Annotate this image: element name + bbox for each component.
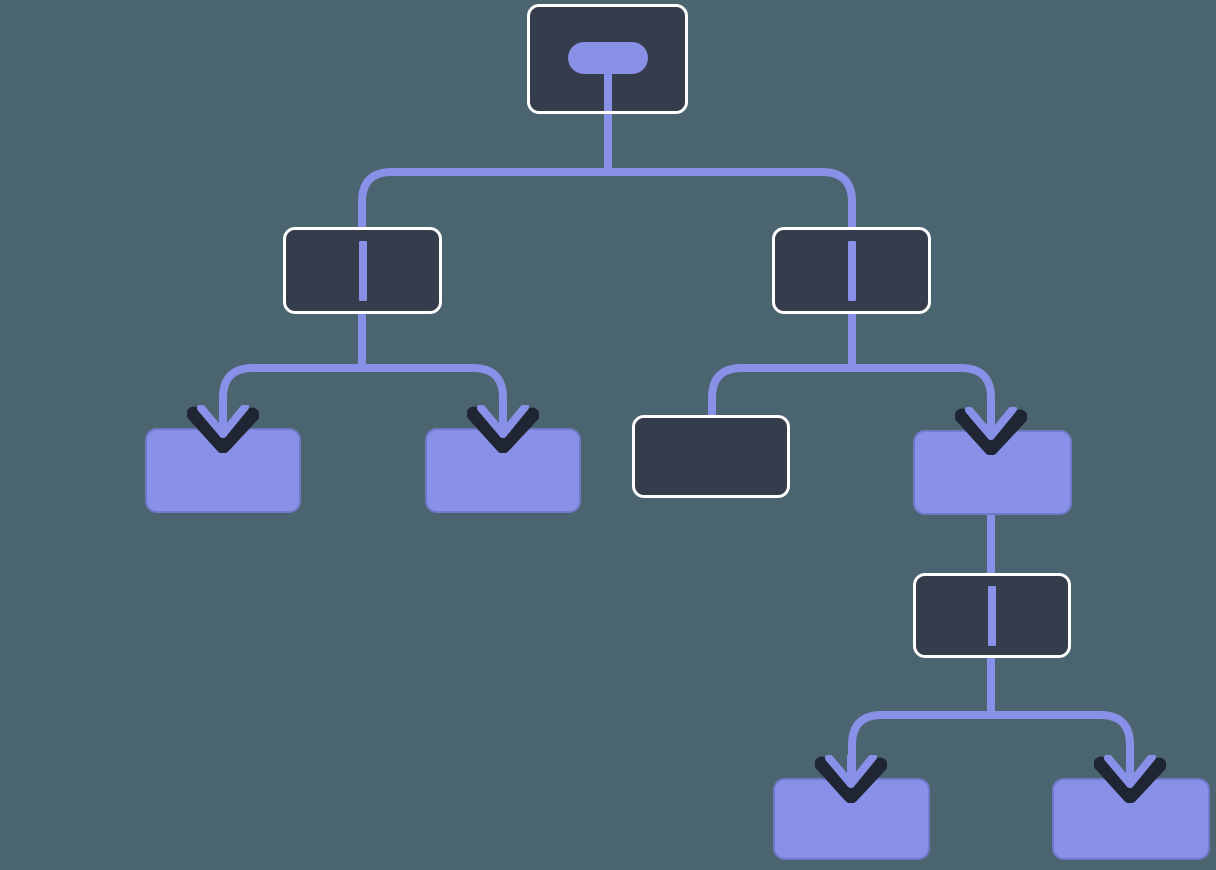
- connector-line: [708, 364, 995, 440]
- vertical-line-icon: [988, 585, 996, 646]
- tree-node-leaf-1[interactable]: [145, 428, 301, 513]
- tree-node-root[interactable]: [527, 4, 688, 114]
- tree-node-branch-deep[interactable]: [913, 573, 1071, 658]
- connector-line: [358, 168, 856, 242]
- tree-node-subtree-right[interactable]: [913, 430, 1072, 515]
- root-pill-stem: [603, 74, 612, 111]
- root-pill-icon: [567, 42, 648, 74]
- tree-node-leaf-2[interactable]: [425, 428, 581, 513]
- vertical-line-icon: [358, 240, 367, 301]
- tree-node-deep-leaf-2[interactable]: [1052, 778, 1210, 860]
- connector-line: [848, 711, 1134, 786]
- vertical-line-icon: [847, 240, 856, 301]
- tree-node-branch-right[interactable]: [772, 227, 931, 314]
- tree-node-deep-leaf-1[interactable]: [773, 778, 930, 860]
- connector-line: [219, 364, 507, 436]
- tree-node-empty-node[interactable]: [632, 415, 790, 498]
- tree-node-branch-left[interactable]: [283, 227, 442, 314]
